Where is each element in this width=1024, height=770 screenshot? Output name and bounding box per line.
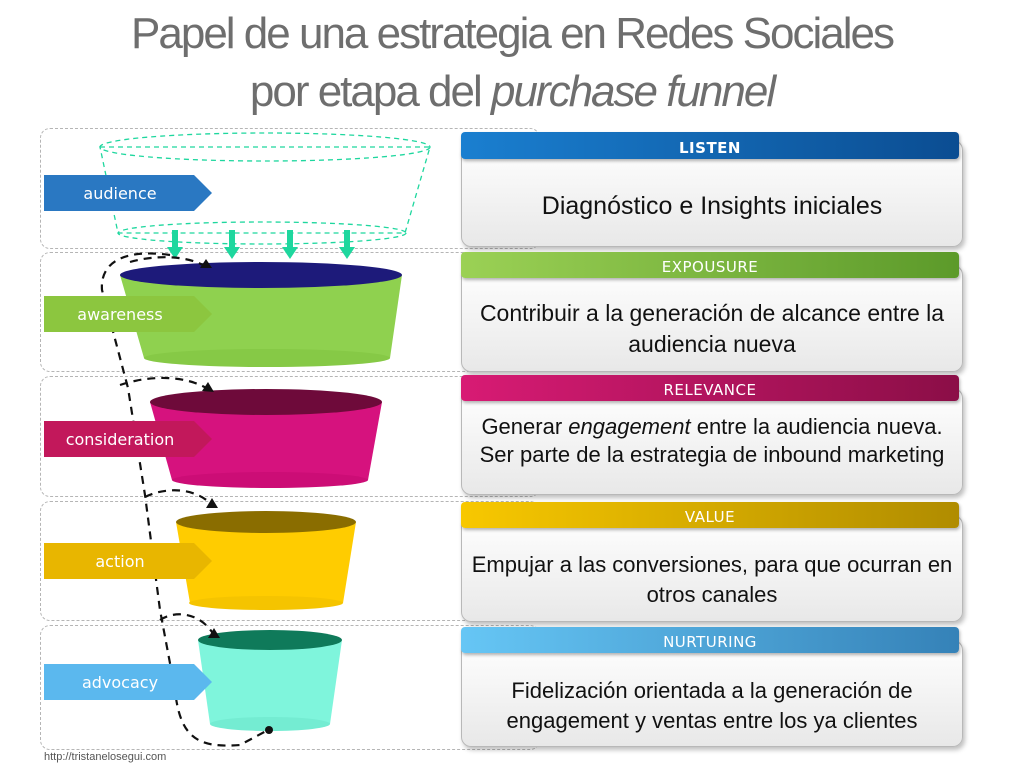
stage-text-listen: Diagnóstico e Insights iniciales [470, 190, 954, 222]
stage-header-expousure: EXPOUSURE [461, 252, 959, 278]
stage-text-value: Empujar a las conversiones, para que ocu… [470, 550, 954, 610]
stage-label-awareness: awareness [44, 296, 212, 332]
down-arrow-icon [224, 230, 240, 259]
stage-header-relevance: RELEVANCE [461, 375, 959, 401]
stage-label-audience: audience [44, 175, 212, 211]
stage-header-listen: LISTEN [461, 132, 959, 159]
stage-label-advocacy: advocacy [44, 664, 212, 700]
stage-text-relevance: Generar engagement entre la audiencia nu… [470, 413, 954, 469]
stage-label-consideration: consideration [44, 421, 212, 457]
stage-header-value: VALUE [461, 502, 959, 528]
stage-header-nurturing: NURTURING [461, 627, 959, 653]
stage-label-action: action [44, 543, 212, 579]
stage-text-nurturing: Fidelización orientada a la generación d… [470, 676, 954, 736]
credit-url: http://tristanelosegui.com [44, 751, 166, 763]
advocacy-funnel [198, 630, 342, 731]
stage-text-expousure: Contribuir a la generación de alcance en… [470, 298, 954, 360]
down-arrow-icon [282, 230, 298, 259]
down-arrow-icon [339, 230, 355, 259]
